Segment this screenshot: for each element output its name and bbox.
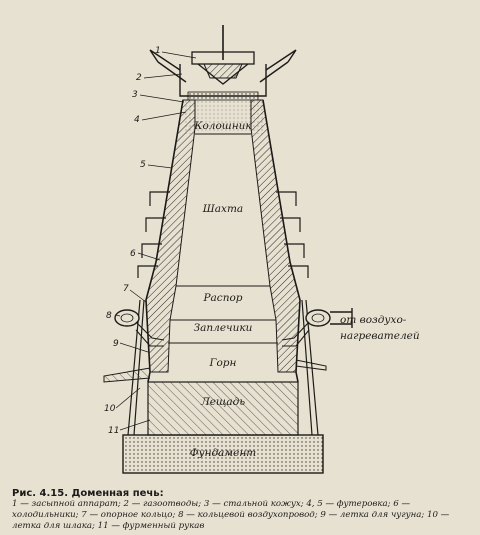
callout-5: 5 <box>140 160 146 170</box>
zone-leshchad: Лещадь <box>200 396 245 408</box>
air-label-line2: нагревателей <box>340 330 420 342</box>
callout-11: 11 <box>108 426 119 436</box>
coolers-right <box>276 191 309 278</box>
leader-lines <box>115 51 197 431</box>
callout-9: 9 <box>113 339 119 349</box>
callout-8: 8 <box>106 311 112 321</box>
hearth-bottom-block <box>147 381 299 436</box>
charging-apparatus <box>179 25 267 134</box>
zone-shakhta: Шахта <box>202 203 243 215</box>
caption-title: Рис. 4.15. Доменная печь: <box>12 488 470 499</box>
caption-heading: Доменная печь: <box>71 488 164 499</box>
coolers-left <box>137 191 170 278</box>
air-label-line1: от воздухо- <box>340 314 407 326</box>
tuyere-arm-right <box>281 321 310 347</box>
gas-offtake-left <box>149 49 187 83</box>
callout-2: 2 <box>136 73 142 83</box>
figure-caption: Рис. 4.15. Доменная печь: 1 — засыпной а… <box>12 488 470 532</box>
caption-legend: 1 — засыпной аппарат; 2 — газоотводы; 3 … <box>12 499 450 531</box>
lining-right <box>250 99 301 373</box>
callout-3: 3 <box>132 90 138 100</box>
callout-10: 10 <box>104 404 116 414</box>
caption-label: Рис. 4.15. <box>12 488 69 499</box>
foundation-block <box>122 434 324 474</box>
zone-zaplechiki: Заплечики <box>194 322 253 334</box>
callout-6: 6 <box>130 249 136 259</box>
iron-notch-trough <box>103 367 151 383</box>
callout-4: 4 <box>134 115 140 125</box>
zone-fundament: Фундамент <box>190 447 256 459</box>
ring-air-main <box>114 308 353 328</box>
zone-koloshnik: Колошник <box>193 120 252 132</box>
lining-left <box>145 99 196 373</box>
tuyere-arm-left <box>135 321 165 347</box>
slag-notch-trough <box>295 359 327 371</box>
zone-gorn: Горн <box>209 357 237 369</box>
callout-1: 1 <box>155 46 161 56</box>
callout-7: 7 <box>123 284 129 294</box>
gas-offtake-right <box>259 49 297 83</box>
blast-furnace-diagram: Колошник Шахта Распор Заплечики Горн Лещ… <box>103 25 420 474</box>
zone-raspor: Распор <box>202 292 242 304</box>
